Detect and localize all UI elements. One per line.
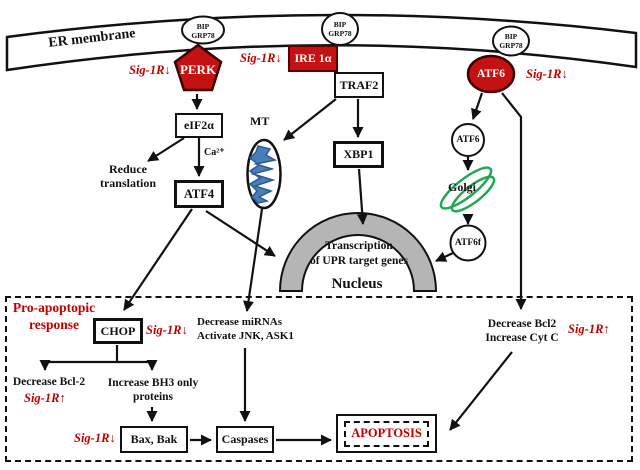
nucleus-label: Nucleus: [331, 276, 383, 292]
sig1r-down-baxbak: Sig-1R↓: [74, 431, 116, 445]
arrow-mitochondria-mirna: [243, 208, 264, 312]
mitochondria-cristae: [248, 145, 278, 204]
arrow-atf4-chop: [123, 208, 193, 311]
apoptosis-outer-box: APOPTOSIS: [336, 414, 437, 453]
reduce-translation-label: Reduce translation: [99, 162, 156, 190]
golgi-ellipse-2: [450, 175, 496, 213]
arrow-atf6-to-cleaving: [471, 92, 484, 120]
nucleus-transcription-line1: Transcription: [325, 240, 393, 252]
atf6-cleaving-circle: [451, 123, 485, 157]
arrow-traf2-mitochondria: [283, 98, 337, 141]
atf6f-label: ATF6f: [454, 238, 482, 248]
bip-grp78-circle-ire1: [321, 12, 359, 46]
golgi-label: Golgi: [448, 180, 477, 194]
arrow-eif2a-reduce-translation: [147, 137, 185, 162]
arrow-xbp1-nucleus: [356, 168, 368, 225]
bcl2-cytc-label: Decrease Bcl2 Increase Cyt C: [485, 318, 559, 345]
ire1-box: IRE 1α: [288, 45, 338, 72]
sig1r-up-cytc: Sig-1R↑: [568, 322, 610, 336]
sig1r-up-bcl2: Sig-1R↑: [24, 391, 66, 405]
pro-apoptotic-title: Pro-apoptopic response: [12, 300, 96, 332]
ca2-label: Ca²⁺: [204, 147, 225, 158]
perk-pentagon: [173, 43, 223, 92]
chop-box: CHOP: [93, 318, 143, 344]
xbp1-box: XBP1: [333, 141, 384, 168]
nucleus-arc: [278, 212, 438, 292]
bh3-label: Increase BH3 only proteins: [107, 377, 199, 404]
sig1r-down-ire1: Sig-1R↓: [240, 51, 282, 65]
decrease-bcl2-label: Decrease Bcl-2: [12, 376, 86, 388]
golgi-ellipse-1: [439, 166, 493, 210]
apoptosis-box: APOPTOSIS: [344, 420, 429, 447]
atf6-cleaving-label: ATF6: [456, 135, 480, 145]
sig1r-down-atf6: Sig-1R↓: [526, 67, 568, 81]
arrow-atf4-nucleus: [205, 210, 276, 257]
nucleus-transcription-line2: of UPR target genes: [309, 255, 409, 267]
pro-apoptotic-frame: [5, 296, 633, 462]
arrow-atf6f-nucleus: [435, 251, 454, 262]
atf6-sensor-ellipse: [466, 54, 516, 94]
sig1r-down-chop: Sig-1R↓: [146, 323, 188, 337]
perk-label: PERK: [179, 62, 217, 77]
bax-bak-box: Bax, Bak: [120, 426, 188, 453]
mirna-jnk-label: Decrease miRNAs Activate JNK, ASK1: [197, 316, 294, 342]
bip-grp78-circle-atf6: [492, 25, 530, 57]
arrow-atf6-to-bcl2cyt: [501, 92, 527, 310]
arrow-bcl2cyt-apoptosis: [449, 351, 513, 431]
caspases-box: Caspases: [216, 426, 274, 453]
atf6-sensor-label: ATF6: [477, 68, 505, 80]
atf4-box: ATF4: [174, 180, 224, 208]
atf6f-circle: [449, 224, 487, 262]
bip-grp78-circle-perk: [181, 15, 225, 45]
traf2-box: TRAF2: [334, 72, 384, 98]
sig1r-down-perk: Sig-1R↓: [129, 63, 171, 77]
mt-label: MT: [250, 114, 270, 128]
eif2a-box: eIF2α: [175, 113, 223, 138]
